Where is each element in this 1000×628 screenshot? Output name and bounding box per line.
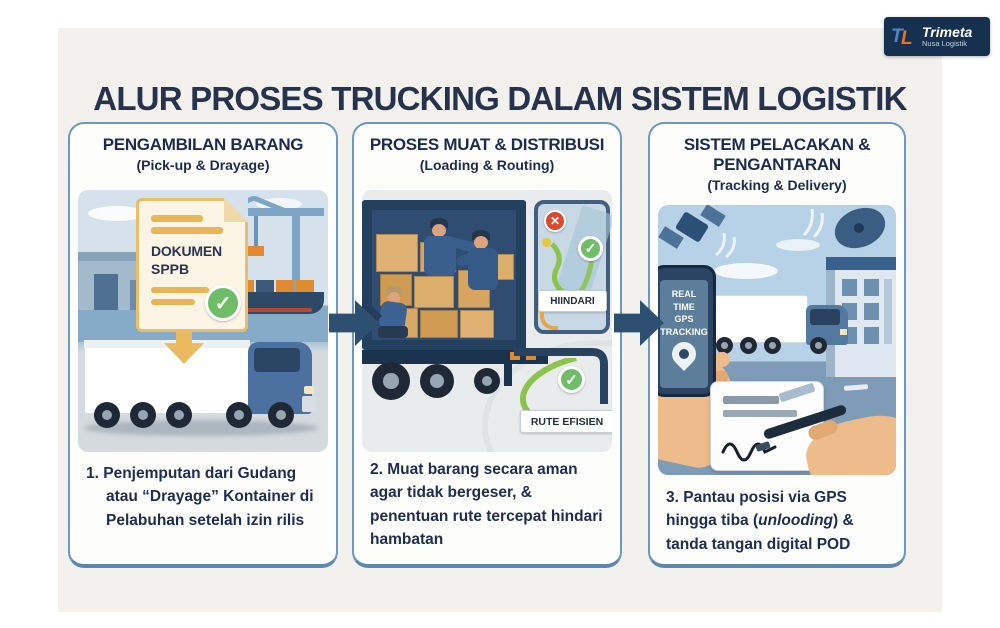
document-label: SPPB <box>151 261 190 277</box>
cargo-interior <box>372 210 516 340</box>
wheel <box>372 362 410 400</box>
illustration-port-pickup: DOKUMEN SPPB ✓ <box>78 190 328 452</box>
window <box>864 279 879 296</box>
panel-tracking-title: SISTEM PELACAKAN & PENGANTARAN <box>683 135 871 175</box>
panel-tracking-subtitle: (Tracking & Delivery) <box>707 177 847 194</box>
wheel <box>166 402 192 428</box>
check-icon: ✓ <box>578 236 603 261</box>
location-pin-icon <box>667 337 701 371</box>
illustration-tracking: REAL TIME GPS TRACKING <box>658 205 896 475</box>
cloud <box>714 263 778 279</box>
cross-icon: ✕ <box>544 210 566 232</box>
pin-dot <box>542 238 551 247</box>
illustration-loading: ✕ ✓ HIINDARI ✓ RUTE EFISIEN <box>362 190 612 452</box>
panel-pickup: PENGAMBILAN BARANG (Pick-up & Drayage) <box>68 122 338 568</box>
panel-loading-caption: 2. Muat barang secara aman agar tidak be… <box>370 461 603 548</box>
brand-subtitle: Nusa Logistik <box>922 38 968 48</box>
wheel <box>716 337 733 354</box>
document-label: DOKUMEN <box>151 243 222 259</box>
warehouse-door <box>94 274 118 310</box>
wheel <box>130 402 156 428</box>
check-icon: ✓ <box>205 285 241 321</box>
wheel <box>474 368 500 394</box>
gps-label: TRACKING <box>660 326 708 337</box>
panel-tracking-caption: 3. Pantau posisi via GPS hingga tiba (un… <box>666 489 854 553</box>
panel-tracking: SISTEM PELACAKAN & PENGANTARAN (Tracking… <box>648 122 906 568</box>
cardboard-box <box>376 234 418 272</box>
panel-loading-title: PROSES MUAT & DISTRIBUSI <box>369 135 605 154</box>
panel-loading-subtitle: (Loading & Routing) <box>419 157 555 174</box>
panel-pickup-caption: 1. Penjemputan dari Gudang atau “Drayage… <box>86 465 314 529</box>
logo-mark-icon: T L <box>891 25 913 49</box>
brand-logo: T L Trimeta Nusa Logistik <box>884 17 990 56</box>
wheel <box>226 402 252 428</box>
cloud <box>88 206 146 221</box>
map-label-route: RUTE EFISIEN <box>520 410 612 433</box>
cloud <box>776 239 820 251</box>
caption-italic-term: unlooding <box>758 512 834 530</box>
map-label-avoid: HIINDARI <box>538 290 607 312</box>
truck-chassis <box>362 350 548 364</box>
window <box>864 327 879 344</box>
route-connector <box>514 348 608 404</box>
truck-headlight <box>304 386 314 394</box>
office-building <box>826 257 896 377</box>
sppb-document: DOKUMEN SPPB ✓ <box>136 198 248 332</box>
wheel <box>268 402 294 428</box>
gps-label: GPS <box>674 314 694 325</box>
document-fold <box>224 198 248 222</box>
gps-label: REAL TIME <box>671 289 697 312</box>
cardboard-box <box>460 310 494 338</box>
truck-windshield <box>254 348 300 372</box>
cardboard-box <box>414 276 454 308</box>
wheel <box>420 364 454 398</box>
check-icon: ✓ <box>558 366 585 393</box>
panel-pickup-subtitle: (Pick-up & Drayage) <box>136 157 270 174</box>
panel-loading: PROSES MUAT & DISTRIBUSI (Loading & Rout… <box>352 122 622 568</box>
wheel <box>810 337 827 354</box>
brand-name: Trimeta <box>922 24 973 41</box>
navigation-phone: ✕ ✓ HIINDARI <box>534 200 612 334</box>
efficient-route <box>520 358 610 429</box>
panel-pickup-title: PENGAMBILAN BARANG <box>102 135 304 154</box>
wheel <box>764 337 781 354</box>
page-title: ALUR PROSES TRUCKING DALAM SISTEM LOGIST… <box>93 80 907 118</box>
road-dash <box>843 384 869 391</box>
wheel <box>94 402 120 428</box>
gps-phone: REAL TIME GPS TRACKING <box>658 265 716 397</box>
window <box>842 279 857 296</box>
window <box>864 303 879 320</box>
wheel <box>740 337 757 354</box>
cardboard-box <box>420 310 458 338</box>
